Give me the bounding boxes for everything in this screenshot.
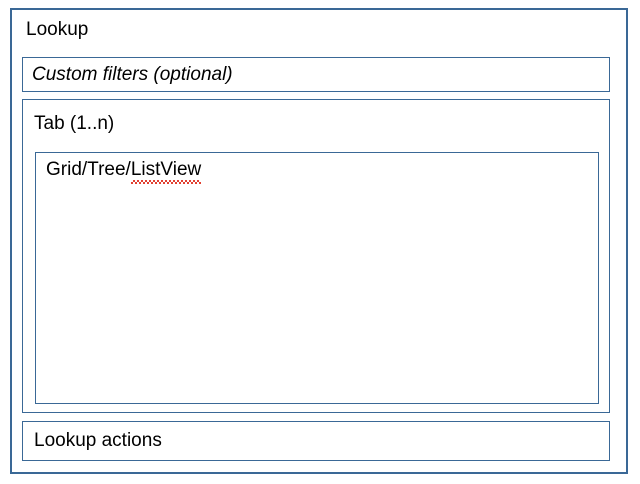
grid-tree-listview-label: Grid/Tree/ListView xyxy=(46,158,202,184)
tab-region[interactable]: Tab (1..n) Grid/Tree/ListView xyxy=(22,99,610,413)
lookup-panel: Lookup Custom filters (optional) Tab (1.… xyxy=(10,8,628,474)
grid-label-misspelled-word: ListView xyxy=(130,159,202,184)
grid-tree-listview-region[interactable]: Grid/Tree/ListView xyxy=(35,152,599,404)
lookup-actions-label: Lookup actions xyxy=(34,430,162,451)
custom-filters-region[interactable]: Custom filters (optional) xyxy=(22,57,610,92)
lookup-actions-region[interactable]: Lookup actions xyxy=(22,421,610,461)
page-title: Lookup xyxy=(26,19,89,40)
grid-label-prefix: Grid/Tree/ xyxy=(46,159,131,180)
custom-filters-label: Custom filters (optional) xyxy=(32,64,233,85)
tab-label: Tab (1..n) xyxy=(34,113,115,134)
